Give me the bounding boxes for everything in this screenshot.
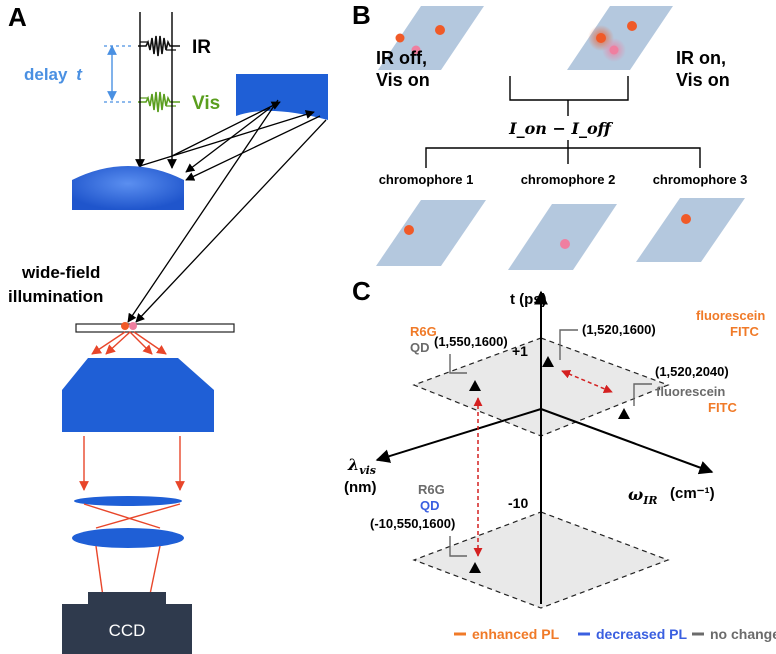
legend-enhanced: enhanced PL: [472, 626, 560, 642]
plane-plus-label: +1: [512, 343, 528, 359]
corner-label-top: fluorescein: [696, 308, 765, 323]
vis-label: Vis: [192, 93, 220, 114]
sample-dot-pink: [129, 322, 137, 330]
vis-pulse-icon: [138, 91, 180, 113]
lambda-unit: (nm): [344, 479, 377, 496]
panel-a: A IR Vis delay t wide-field i: [8, 2, 328, 654]
point-1-label-top: R6G: [410, 324, 437, 339]
point-4-label-bottom: QD: [420, 498, 440, 513]
tube-lens-2: [72, 528, 184, 548]
corner-label-bottom: FITC: [730, 324, 759, 339]
ccd-camera: [62, 592, 192, 654]
chromophore-3-label: chromophore 3: [653, 172, 748, 187]
point-1-coords: (1,550,1600): [434, 334, 508, 349]
point-4-label-top: R6G: [418, 482, 445, 497]
panel-a-letter: A: [8, 2, 27, 32]
point-minus10-550-1600: [469, 562, 481, 573]
condition-right-2: Vis on: [676, 70, 730, 90]
illumination-label-2: illumination: [8, 287, 103, 306]
ir-label: IR: [192, 37, 211, 58]
panel-b: B IR off, Vis on IR on, Vis on I_on − I_…: [352, 0, 747, 270]
chromophore-2-diamond: [508, 204, 617, 270]
ir-shift-arrow: [561, 369, 613, 394]
chromophore-2-label: chromophore 2: [521, 172, 616, 187]
condition-left-1: IR off,: [376, 48, 427, 68]
panel-c: C t (ps) λvis (nm) ωIR (cm⁻¹) +1 -10 R6G: [344, 276, 776, 642]
difference-label: I_on − I_off: [508, 119, 613, 138]
sample-slide: [75, 323, 235, 333]
illumination-ray-1: [127, 99, 279, 323]
omega-unit: (cm⁻¹): [670, 485, 715, 502]
t-axis-label: t (ps): [510, 291, 547, 308]
point-4-coords: (-10,550,1600): [370, 516, 455, 531]
illumination-ray-2: [135, 119, 327, 323]
point-1-label-bottom: QD: [410, 340, 430, 355]
panel-b-letter: B: [352, 0, 371, 30]
chromophore-1-label: chromophore 1: [379, 172, 474, 187]
split-bracket: [425, 140, 701, 168]
sample-dot-orange: [121, 322, 129, 330]
omega-axis: [540, 408, 714, 475]
chromophore-1-diamond: [376, 200, 486, 266]
ccd-label: CCD: [109, 621, 146, 640]
sample-diamond-ir-on: [567, 6, 673, 70]
point-2-coords: (1,520,1600): [582, 322, 656, 337]
objective-lens: [62, 358, 214, 432]
focusing-lens: [72, 166, 184, 210]
omega-axis-label: ωIR: [628, 485, 658, 507]
point-1-520-2040: [618, 408, 630, 419]
panel-c-letter: C: [352, 276, 371, 306]
point-3-label-top: fluorescein: [656, 384, 725, 399]
curved-mirror: [236, 74, 328, 120]
point-1-520-1600: [542, 356, 554, 367]
delay-label: delay t: [24, 65, 83, 84]
chromophore-3-diamond: [636, 198, 745, 262]
condition-right-1: IR on,: [676, 48, 726, 68]
point-1-550-1600: [469, 380, 481, 391]
point-3-label-bottom: FITC: [708, 400, 737, 415]
lambda-axis: [375, 408, 542, 463]
illumination-label-1: wide-field: [21, 263, 100, 282]
condition-left-2: Vis on: [376, 70, 430, 90]
tube-lens-1: [74, 496, 182, 506]
legend-decreased: decreased PL: [596, 626, 687, 642]
merge-bracket: [509, 76, 629, 116]
legend-nochange: no changes: [710, 626, 776, 642]
ir-pulse-icon: [138, 35, 180, 57]
legend: enhanced PL decreased PL no changes: [454, 626, 776, 642]
plane-minus-label: -10: [508, 495, 528, 511]
lambda-axis-label: λvis: [347, 455, 376, 477]
point-3-coords: (1,520,2040): [655, 364, 729, 379]
sample-diamond-ir-off: [378, 6, 484, 70]
